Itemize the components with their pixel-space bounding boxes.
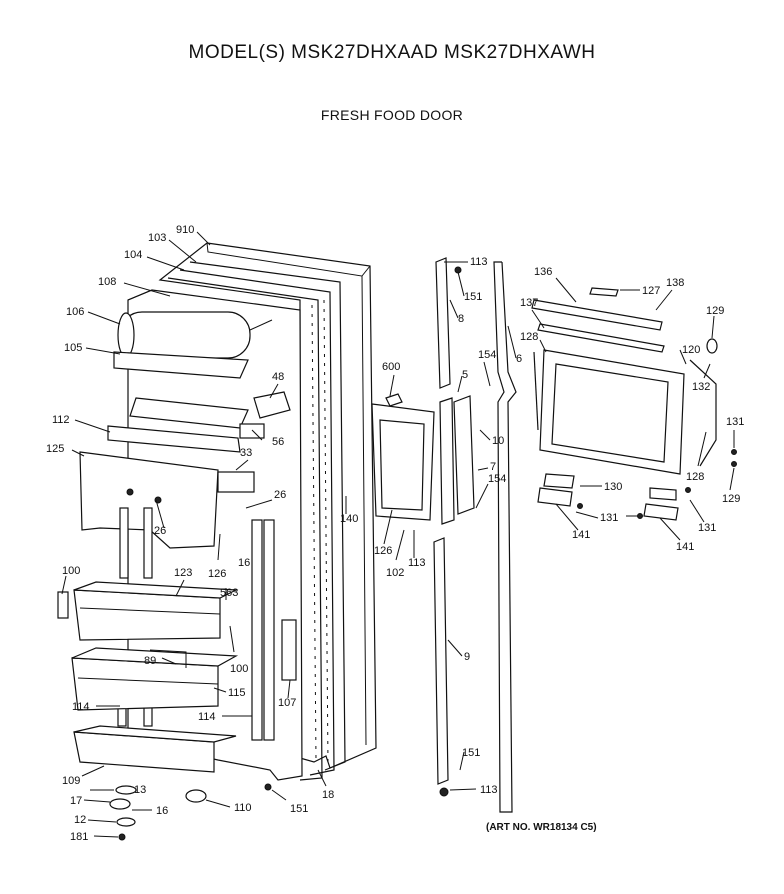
door-bin-115 bbox=[71, 647, 239, 711]
callout-114-b: 114 bbox=[198, 711, 216, 723]
callout-600: 600 bbox=[382, 361, 400, 373]
hinge-brackets bbox=[537, 338, 737, 521]
top-cap-106 bbox=[113, 311, 273, 379]
callout-129-b: 129 bbox=[722, 493, 740, 505]
callout-26-b: 26 bbox=[154, 525, 166, 537]
callout-100-b: 100 bbox=[230, 663, 248, 675]
handle-strips bbox=[433, 257, 475, 797]
callout-100-a: 100 bbox=[62, 565, 80, 577]
callout-7: 7 bbox=[490, 461, 496, 473]
callout-138: 138 bbox=[666, 277, 684, 289]
callout-151-a: 151 bbox=[290, 803, 308, 815]
small-hardware bbox=[109, 783, 272, 841]
callout-136: 136 bbox=[534, 266, 552, 278]
top-bar-136 bbox=[531, 287, 665, 353]
callout-8: 8 bbox=[458, 313, 464, 325]
section-title: FRESH FOOD DOOR bbox=[320, 107, 464, 123]
callout-102: 102 bbox=[386, 567, 404, 579]
callout-5: 5 bbox=[462, 369, 468, 381]
callout-56: 56 bbox=[272, 436, 284, 448]
callout-16-b: 16 bbox=[156, 805, 168, 817]
callout-105: 105 bbox=[64, 342, 82, 354]
callout-110: 110 bbox=[234, 802, 252, 814]
door-bin-109 bbox=[73, 725, 237, 773]
frame-600 bbox=[371, 393, 435, 521]
callout-104: 104 bbox=[124, 249, 142, 261]
leader-lines bbox=[61, 231, 735, 838]
callout-89: 89 bbox=[144, 655, 156, 667]
callout-154-b: 154 bbox=[488, 473, 506, 485]
callout-151-c: 151 bbox=[462, 747, 480, 759]
callout-112: 112 bbox=[52, 414, 70, 426]
callout-108: 108 bbox=[98, 276, 116, 288]
art-number: (ART NO. WR18134 C5) bbox=[486, 822, 597, 833]
callout-17: 17 bbox=[70, 795, 82, 807]
callout-125: 125 bbox=[46, 443, 64, 455]
callout-137: 137 bbox=[520, 297, 538, 309]
callout-33: 33 bbox=[240, 447, 252, 459]
callout-129-a: 129 bbox=[706, 305, 724, 317]
callout-910: 910 bbox=[176, 224, 194, 236]
callout-113-b: 113 bbox=[470, 256, 488, 268]
callout-123: 123 bbox=[174, 567, 192, 579]
callout-154-a: 154 bbox=[478, 349, 496, 361]
panel-125 bbox=[79, 451, 255, 549]
callout-12: 12 bbox=[74, 814, 86, 826]
callout-563: 563 bbox=[220, 587, 238, 599]
callout-106: 106 bbox=[66, 306, 84, 318]
callout-18: 18 bbox=[322, 789, 334, 801]
callout-126-b: 126 bbox=[374, 545, 392, 557]
callout-130: 130 bbox=[604, 481, 622, 493]
model-title: MODEL(S) MSK27DHXAAD MSK27DHXAWH bbox=[188, 42, 596, 63]
callout-120: 120 bbox=[682, 344, 700, 356]
callout-131-b: 131 bbox=[600, 512, 618, 524]
callout-141-b: 141 bbox=[676, 541, 694, 553]
callout-labels: 910 103 104 108 106 105 48 112 56 125 33… bbox=[46, 224, 744, 843]
callout-113-a: 113 bbox=[408, 557, 426, 569]
callout-10: 10 bbox=[492, 435, 504, 447]
callout-115: 115 bbox=[228, 687, 246, 699]
callout-128-a: 128 bbox=[520, 331, 538, 343]
callout-16-a: 16 bbox=[238, 557, 250, 569]
callout-127: 127 bbox=[642, 285, 660, 297]
callout-48: 48 bbox=[272, 371, 284, 383]
callout-131-c: 131 bbox=[698, 522, 716, 534]
callout-103: 103 bbox=[148, 232, 166, 244]
callout-26-a: 26 bbox=[274, 489, 286, 501]
callout-181: 181 bbox=[70, 831, 88, 843]
callout-113-c: 113 bbox=[480, 784, 498, 796]
callout-6: 6 bbox=[516, 353, 522, 365]
callout-128-b: 128 bbox=[686, 471, 704, 483]
frame-120 bbox=[533, 349, 717, 475]
dispenser-housing-48 bbox=[239, 391, 291, 439]
trim-strip-6 bbox=[493, 261, 517, 813]
callout-141-a: 141 bbox=[572, 529, 590, 541]
door-bin-123 bbox=[57, 581, 239, 641]
callout-114-a: 114 bbox=[72, 701, 90, 713]
callout-131-a: 131 bbox=[726, 416, 744, 428]
callout-107: 107 bbox=[278, 697, 296, 709]
callout-109: 109 bbox=[62, 775, 80, 787]
callout-132: 132 bbox=[692, 381, 710, 393]
callout-13: 13 bbox=[134, 784, 146, 796]
callout-9: 9 bbox=[464, 651, 470, 663]
callout-126-a: 126 bbox=[208, 568, 226, 580]
callout-151-b: 151 bbox=[464, 291, 482, 303]
callout-140: 140 bbox=[340, 513, 358, 525]
